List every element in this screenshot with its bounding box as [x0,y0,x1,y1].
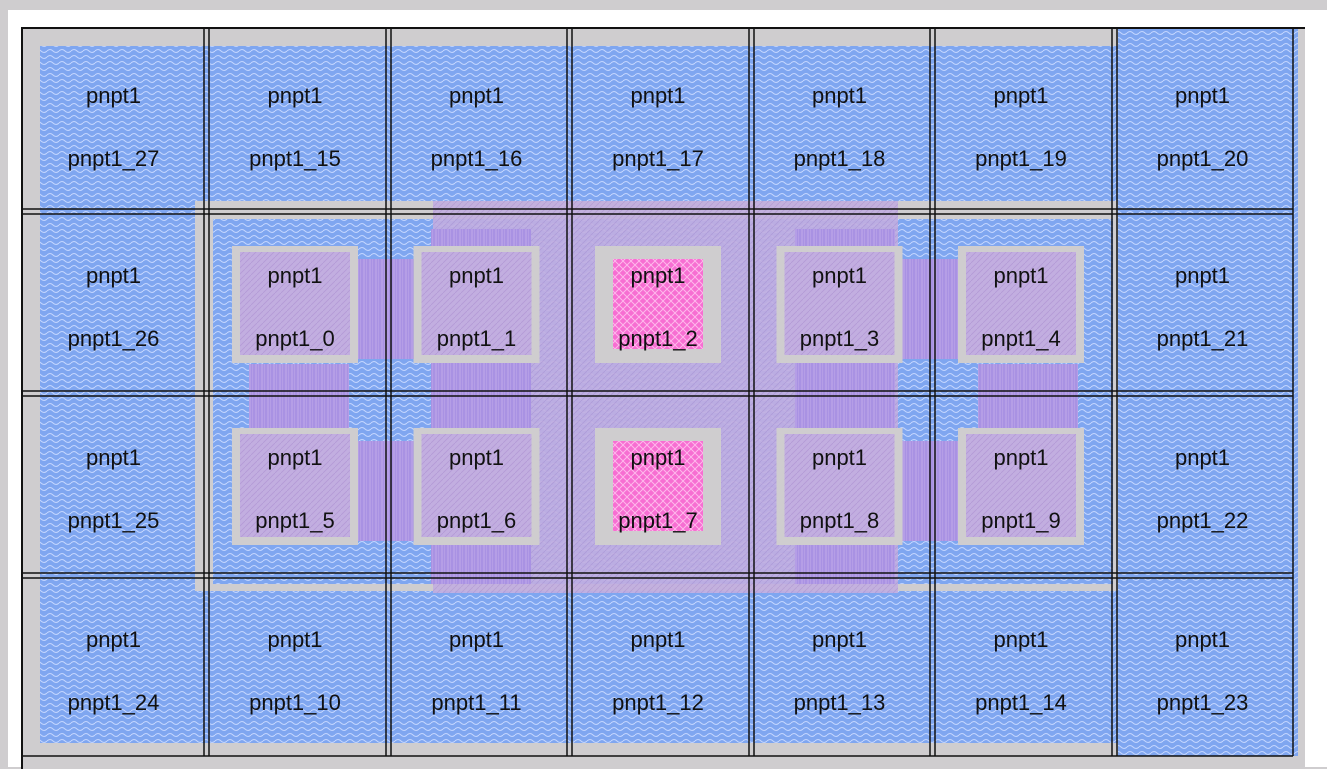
cell-instance-label: pnpt1_22 [1157,508,1249,533]
cell-type-label: pnpt1 [86,445,141,470]
cell-type-label: pnpt1 [449,83,504,108]
cell-type-label: pnpt1 [812,263,867,288]
cell-instance-label: pnpt1_15 [249,146,341,171]
cell-instance-label: pnpt1_8 [800,508,880,533]
cell-pnpt1_8[interactable]: pnpt1 pnpt1_8 [776,428,903,545]
cell-pnpt1_23[interactable]: pnpt1 pnpt1_23 [1157,627,1249,715]
cell-type-label: pnpt1 [993,627,1048,652]
cell-pnpt1_22[interactable]: pnpt1 pnpt1_22 [1157,445,1249,533]
cell-type-label: pnpt1 [267,263,322,288]
cell-pnpt1_10[interactable]: pnpt1 pnpt1_10 [249,627,341,715]
layout-diagram: pnpt1pnpt1_27pnpt1pnpt1_15pnpt1pnpt1_16p… [23,29,1298,757]
cell-type-label: pnpt1 [267,627,322,652]
cell-instance-label: pnpt1_6 [437,508,517,533]
cell-instance-label: pnpt1_10 [249,690,341,715]
cell-pnpt1_4[interactable]: pnpt1 pnpt1_4 [958,246,1084,363]
cell-type-label: pnpt1 [812,445,867,470]
cell-pnpt1_25[interactable]: pnpt1 pnpt1_25 [68,445,160,533]
cell-type-label: pnpt1 [993,263,1048,288]
cell-type-label: pnpt1 [86,627,141,652]
cell-pnpt1_16[interactable]: pnpt1 pnpt1_16 [431,83,523,171]
cell-pnpt1_27[interactable]: pnpt1 pnpt1_27 [68,83,160,171]
device-active-area [784,434,895,537]
cell-instance-label: pnpt1_25 [68,508,160,533]
cell-type-label: pnpt1 [993,83,1048,108]
cell-instance-label: pnpt1_4 [981,326,1061,351]
cell-instance-label: pnpt1_19 [975,146,1067,171]
cell-instance-label: pnpt1_11 [431,690,521,715]
cell-pnpt1_21[interactable]: pnpt1 pnpt1_21 [1157,263,1249,351]
cell-pnpt1_12[interactable]: pnpt1 pnpt1_12 [612,627,704,715]
cell-type-label: pnpt1 [993,445,1048,470]
device-active-area [784,252,895,355]
cell-type-label: pnpt1 [812,627,867,652]
cell-pnpt1_13[interactable]: pnpt1 pnpt1_13 [794,627,886,715]
cell-type-label: pnpt1 [1175,263,1230,288]
cell-type-label: pnpt1 [1175,445,1230,470]
cell-type-label: pnpt1 [86,83,141,108]
cell-type-label: pnpt1 [630,445,685,470]
cell-pnpt1_9[interactable]: pnpt1 pnpt1_9 [958,428,1084,545]
cell-pnpt1_2[interactable]: pnpt1 pnpt1_2 [595,246,721,363]
cell-instance-label: pnpt1_26 [68,326,160,351]
cell-instance-label: pnpt1_3 [800,326,880,351]
cell-pnpt1_26[interactable]: pnpt1 pnpt1_26 [68,263,160,351]
cell-type-label: pnpt1 [267,445,322,470]
cell-type-label: pnpt1 [267,83,322,108]
cell-pnpt1_5[interactable]: pnpt1 pnpt1_5 [232,428,358,545]
contact-region [613,259,703,349]
cell-type-label: pnpt1 [630,263,685,288]
cell-pnpt1_19[interactable]: pnpt1 pnpt1_19 [975,83,1067,171]
cell-type-label: pnpt1 [449,445,504,470]
cell-instance-label: pnpt1_27 [68,146,160,171]
cell-pnpt1_7[interactable]: pnpt1 pnpt1_7 [595,428,721,545]
device-active-area [240,252,350,355]
cell-type-label: pnpt1 [449,627,504,652]
cell-instance-label: pnpt1_1 [437,326,517,351]
cell-instance-label: pnpt1_0 [255,326,335,351]
cell-instance-label: pnpt1_21 [1157,326,1249,351]
cell-instance-label: pnpt1_18 [794,146,886,171]
cell-instance-label: pnpt1_14 [975,690,1067,715]
cell-type-label: pnpt1 [1175,627,1230,652]
cell-instance-label: pnpt1_9 [981,508,1061,533]
cell-type-label: pnpt1 [449,263,504,288]
cell-pnpt1_3[interactable]: pnpt1 pnpt1_3 [776,246,903,363]
cell-instance-label: pnpt1_24 [68,690,160,715]
cell-pnpt1_0[interactable]: pnpt1 pnpt1_0 [232,246,358,363]
cell-instance-label: pnpt1_12 [612,690,704,715]
cell-pnpt1_18[interactable]: pnpt1 pnpt1_18 [794,83,886,171]
device-active-area [421,434,532,537]
cell-pnpt1_11[interactable]: pnpt1 pnpt1_11 [431,627,521,715]
cell-instance-label: pnpt1_17 [612,146,704,171]
cell-pnpt1_14[interactable]: pnpt1 pnpt1_14 [975,627,1067,715]
contact-region [613,441,703,531]
cell-type-label: pnpt1 [86,263,141,288]
cell-instance-label: pnpt1_23 [1157,690,1249,715]
cell-type-label: pnpt1 [1175,83,1230,108]
cell-type-label: pnpt1 [812,83,867,108]
cell-pnpt1_17[interactable]: pnpt1 pnpt1_17 [612,83,704,171]
device-active-area [966,434,1076,537]
device-active-area [421,252,532,355]
device-active-area [966,252,1076,355]
cell-type-label: pnpt1 [630,627,685,652]
cell-type-label: pnpt1 [630,83,685,108]
cell-pnpt1_15[interactable]: pnpt1 pnpt1_15 [249,83,341,171]
cell-pnpt1_24[interactable]: pnpt1 pnpt1_24 [68,627,160,715]
cell-pnpt1_20[interactable]: pnpt1 pnpt1_20 [1157,83,1249,171]
device-active-area [240,434,350,537]
cell-instance-label: pnpt1_5 [255,508,335,533]
cell-instance-label: pnpt1_16 [431,146,523,171]
cell-instance-label: pnpt1_2 [618,326,698,351]
cell-instance-label: pnpt1_13 [794,690,886,715]
cell-instance-label: pnpt1_20 [1157,146,1249,171]
cell-instance-label: pnpt1_7 [618,508,698,533]
cell-pnpt1_6[interactable]: pnpt1 pnpt1_6 [413,428,540,545]
cell-pnpt1_1[interactable]: pnpt1 pnpt1_1 [413,246,540,363]
